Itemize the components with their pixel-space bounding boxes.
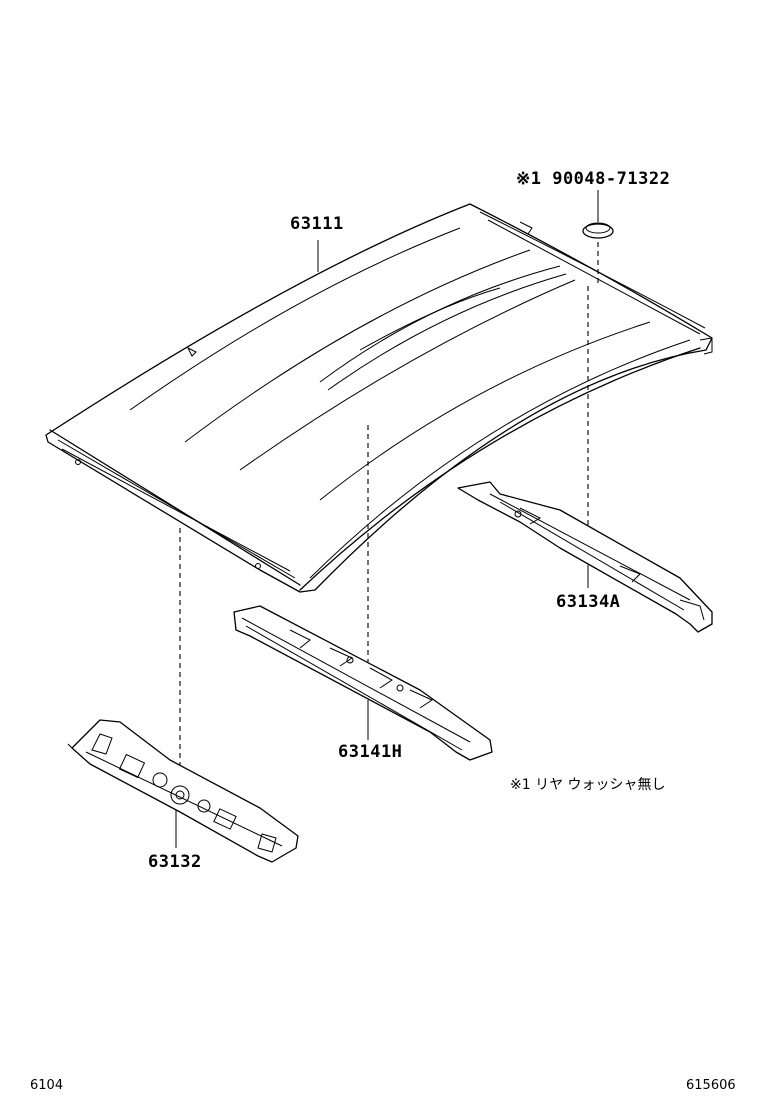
label-roof-bow: 63141H xyxy=(338,742,403,762)
front-roof-rail xyxy=(67,719,299,863)
label-rear-roof-rail: 63134A xyxy=(556,592,621,612)
label-hole-plug: ※1 90048-71322 xyxy=(516,169,671,189)
figure-code-right: 615606 xyxy=(686,1078,736,1093)
label-roof-panel: 63111 xyxy=(290,214,344,234)
label-front-roof-rail: 63132 xyxy=(148,852,202,872)
footnote-rear-washer: ※1 リヤ ウォッシャ無し xyxy=(510,777,666,793)
roof-bow xyxy=(233,605,493,761)
roof-panel xyxy=(45,203,713,593)
alignment-lines xyxy=(179,242,599,790)
rear-roof-rail xyxy=(457,481,713,633)
hole-plug xyxy=(582,222,614,239)
figure-code-left: 6104 xyxy=(30,1078,64,1093)
